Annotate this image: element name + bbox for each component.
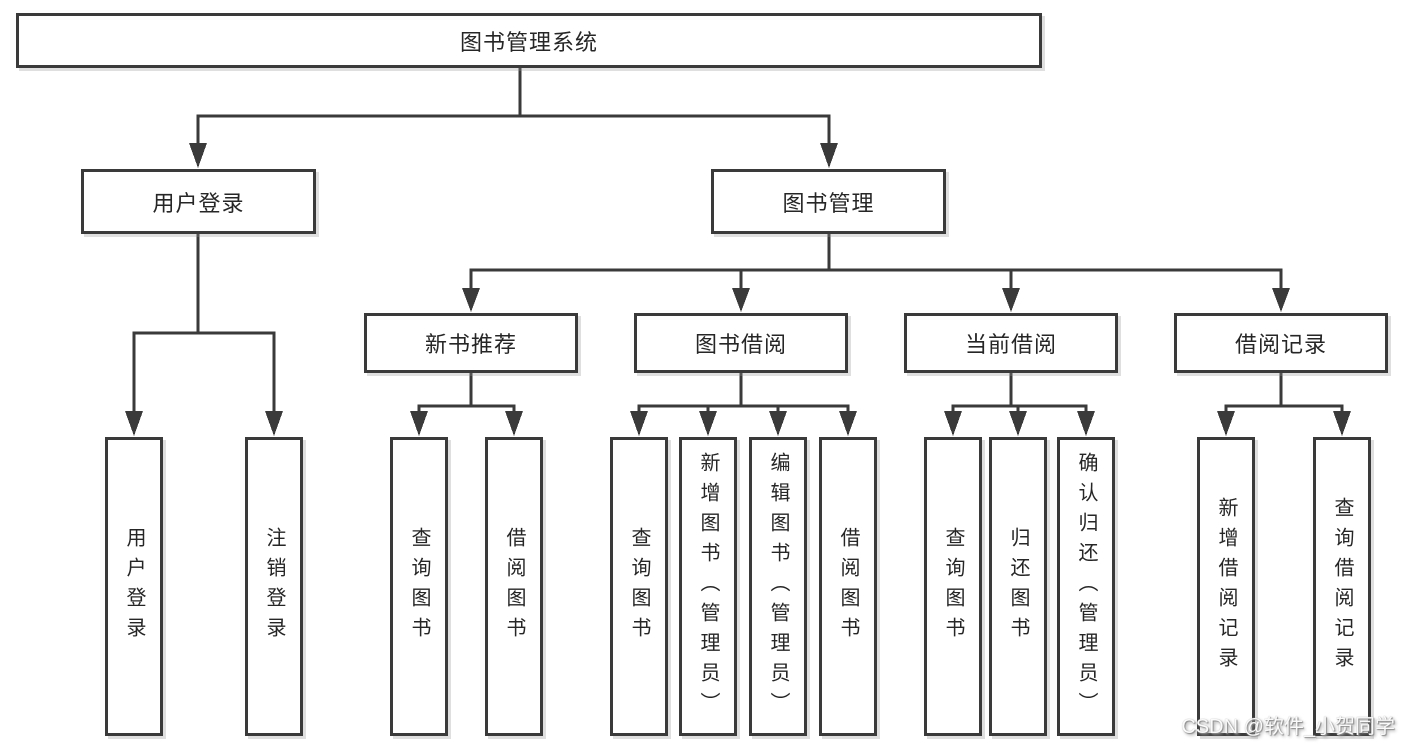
root-node-label: 图书管理系统	[459, 29, 598, 55]
branch-user-login: 用户登录	[81, 169, 316, 234]
leaf-add-book-admin: 新增图书（管理员）	[679, 437, 737, 736]
leaf-confirm-return-admin: 确认归还（管理员）	[1057, 437, 1115, 736]
leaf-borrow-books-recommend-label: 借阅图书	[503, 526, 525, 647]
leaf-query-books-recommend: 查询图书	[390, 437, 448, 736]
branch-book-management-label: 图书管理	[782, 190, 875, 216]
section-new-book-recommendation-label: 新书推荐	[424, 332, 517, 357]
leaf-add-book-admin-label: 新增图书（管理员）	[697, 451, 719, 722]
leaf-borrow-books-borrowing-label: 借阅图书	[837, 526, 859, 647]
section-current-borrowing: 当前借阅	[904, 313, 1118, 373]
branch-book-management: 图书管理	[711, 169, 946, 234]
leaf-user-login-label: 用户登录	[123, 526, 145, 647]
leaf-query-books-current: 查询图书	[924, 437, 982, 736]
leaf-borrow-books-recommend: 借阅图书	[485, 437, 543, 736]
leaf-logout: 注销登录	[245, 437, 303, 736]
leaf-query-borrow-record-label: 查询借阅记录	[1331, 496, 1353, 677]
leaf-confirm-return-admin-label: 确认归还（管理员）	[1075, 451, 1097, 722]
branch-user-login-label: 用户登录	[152, 190, 245, 216]
section-borrowing-records-label: 借阅记录	[1234, 332, 1327, 357]
leaf-add-borrow-record-label: 新增借阅记录	[1215, 496, 1237, 677]
leaf-query-books-borrowing-label: 查询图书	[628, 526, 650, 647]
section-book-borrowing-label: 图书借阅	[694, 332, 787, 357]
leaf-edit-book-admin: 编辑图书（管理员）	[749, 437, 807, 736]
leaf-edit-book-admin-label: 编辑图书（管理员）	[767, 451, 789, 722]
leaf-query-books-borrowing: 查询图书	[610, 437, 668, 736]
leaf-query-books-current-label: 查询图书	[942, 526, 964, 647]
root-node: 图书管理系统	[16, 13, 1042, 68]
leaf-query-books-recommend-label: 查询图书	[408, 526, 430, 647]
leaf-user-login: 用户登录	[105, 437, 163, 736]
leaf-logout-label: 注销登录	[263, 526, 285, 647]
section-book-borrowing: 图书借阅	[634, 313, 848, 373]
csdn-watermark: CSDN @软件_小贺同学	[1181, 716, 1395, 738]
section-new-book-recommendation: 新书推荐	[364, 313, 578, 373]
section-current-borrowing-label: 当前借阅	[964, 332, 1057, 357]
leaf-return-book: 归还图书	[989, 437, 1047, 736]
leaf-query-borrow-record: 查询借阅记录	[1313, 437, 1371, 736]
section-borrowing-records: 借阅记录	[1174, 313, 1388, 373]
leaf-borrow-books-borrowing: 借阅图书	[819, 437, 877, 736]
leaf-return-book-label: 归还图书	[1007, 526, 1029, 647]
leaf-add-borrow-record: 新增借阅记录	[1197, 437, 1255, 736]
